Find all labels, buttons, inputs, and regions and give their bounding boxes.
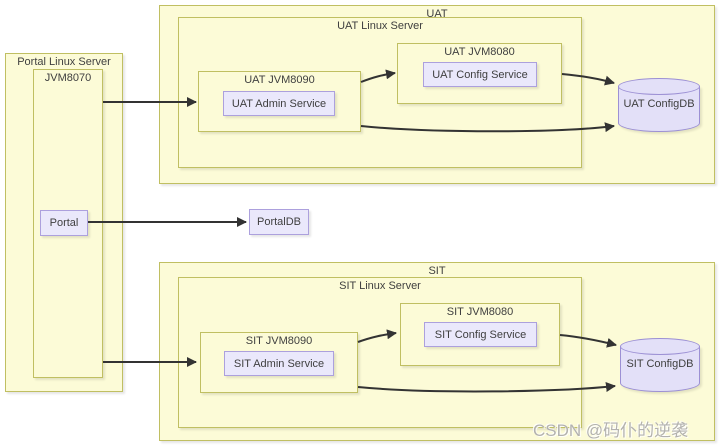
uat-admin-service-node: UAT Admin Service (223, 91, 335, 116)
portal-app-node: Portal (40, 210, 88, 236)
sit-jvm8090-label: SIT JVM8090 (245, 335, 313, 347)
uat-configdb-label: UAT ConfigDB (623, 98, 695, 110)
portaldb-label: PortalDB (256, 216, 302, 228)
uat-configdb-top-ellipse (618, 78, 700, 95)
uat-configdb-cylinder: UAT ConfigDB (618, 78, 700, 132)
sit-configdb-label: SIT ConfigDB (626, 358, 694, 370)
portal-app-label: Portal (49, 217, 79, 229)
sit-config-service-node: SIT Config Service (424, 322, 537, 347)
uat-jvm8080-label: UAT JVM8080 (444, 46, 515, 58)
sit-admin-service-label: SIT Admin Service (233, 357, 325, 370)
portal-server-label: Portal Linux Server (17, 56, 111, 68)
sit-configdb-cylinder: SIT ConfigDB (620, 338, 700, 392)
csdn-watermark: CSDN @码仆的逆袭 (533, 421, 689, 440)
uat-jvm8090-label: UAT JVM8090 (244, 74, 315, 86)
uat-linux-server-label: UAT Linux Server (337, 20, 423, 32)
sit-jvm8080-label: SIT JVM8080 (446, 306, 514, 318)
sit-linux-server-label: SIT Linux Server (339, 280, 421, 292)
uat-admin-service-label: UAT Admin Service (231, 97, 327, 110)
portal-jvm8070-label: JVM8070 (44, 72, 92, 84)
sit-config-service-label: SIT Config Service (434, 328, 527, 341)
uat-config-service-node: UAT Config Service (423, 62, 537, 87)
sit-configdb-top-ellipse (620, 338, 700, 355)
sit-admin-service-node: SIT Admin Service (224, 351, 334, 376)
sit-env-label: SIT (428, 265, 446, 277)
portaldb-node: PortalDB (249, 209, 309, 235)
uat-config-service-label: UAT Config Service (432, 68, 528, 81)
